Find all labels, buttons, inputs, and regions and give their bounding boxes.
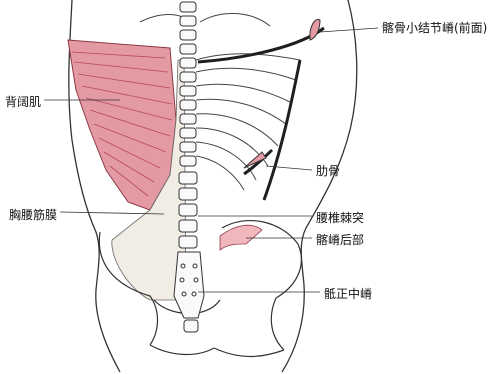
latissimus-dorsi-muscle <box>68 40 176 210</box>
label-lumbar-spinous-process: 腰椎棘突 <box>316 209 364 226</box>
label-iliac-tubercle: 髂骨小结节嵴(前面) <box>382 19 487 36</box>
label-thoracolumbar-fascia: 胸腰筋膜 <box>9 206 57 223</box>
label-median-sacral-crest: 骶正中嵴 <box>324 285 372 302</box>
iliac-tubercle-marker <box>310 20 320 41</box>
label-posterior-iliac-crest: 髂嵴后部 <box>316 231 364 248</box>
dark-muscle-strips <box>198 28 324 200</box>
label-latissimus-dorsi: 背阔肌 <box>5 93 41 110</box>
label-rib: 肋骨 <box>316 162 340 179</box>
